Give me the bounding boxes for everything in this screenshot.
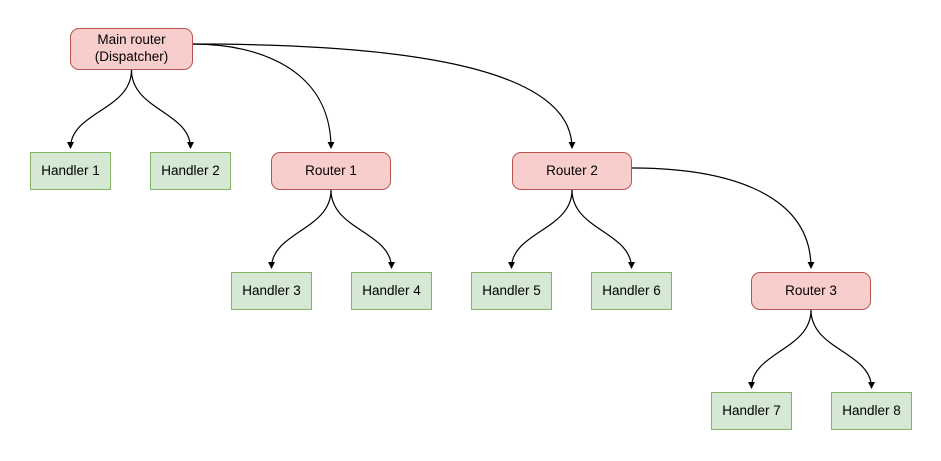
node-handler-8[interactable]: Handler 8 (831, 392, 912, 430)
edge-router-3-to-handler-7 (747, 309, 812, 389)
node-handler-3[interactable]: Handler 3 (231, 272, 312, 310)
node-label-handler-1: Handler 1 (41, 162, 100, 178)
node-handler-2[interactable]: Handler 2 (150, 152, 231, 190)
node-main-router[interactable]: Main router (Dispatcher) (70, 28, 193, 70)
node-label-handler-7: Handler 7 (722, 402, 781, 418)
node-handler-6[interactable]: Handler 6 (591, 272, 672, 310)
edge-main-to-router-2 (192, 43, 576, 149)
node-router-3[interactable]: Router 3 (751, 272, 871, 310)
node-label-router-3: Router 3 (785, 282, 837, 298)
node-label-router-2: Router 2 (546, 162, 598, 178)
edge-group (66, 43, 876, 389)
node-label-handler-4: Handler 4 (362, 282, 421, 298)
node-label-handler-5: Handler 5 (482, 282, 541, 298)
edge-router-1-to-handler-4 (330, 189, 396, 269)
node-label-handler-2: Handler 2 (161, 162, 220, 178)
node-handler-7[interactable]: Handler 7 (711, 392, 792, 430)
edge-router-2-to-handler-5 (507, 189, 573, 269)
edge-main-to-handler-1 (66, 69, 133, 149)
node-handler-5[interactable]: Handler 5 (471, 272, 552, 310)
edge-router-2-to-handler-6 (571, 189, 636, 269)
node-label-handler-3: Handler 3 (242, 282, 301, 298)
edge-router-2-to-router-3 (631, 167, 815, 269)
edge-router-3-to-handler-8 (810, 309, 876, 389)
node-router-1[interactable]: Router 1 (271, 152, 391, 190)
node-label-handler-6: Handler 6 (602, 282, 661, 298)
edge-main-to-handler-2 (130, 69, 195, 149)
node-label-router-1: Router 1 (305, 162, 357, 178)
edge-main-to-router-1 (192, 43, 335, 149)
node-router-2[interactable]: Router 2 (512, 152, 632, 190)
edge-router-1-to-handler-3 (267, 189, 332, 269)
node-label-handler-8: Handler 8 (842, 402, 901, 418)
node-label-main-router: Main router (Dispatcher) (94, 32, 169, 64)
node-handler-4[interactable]: Handler 4 (351, 272, 432, 310)
node-handler-1[interactable]: Handler 1 (30, 152, 111, 190)
